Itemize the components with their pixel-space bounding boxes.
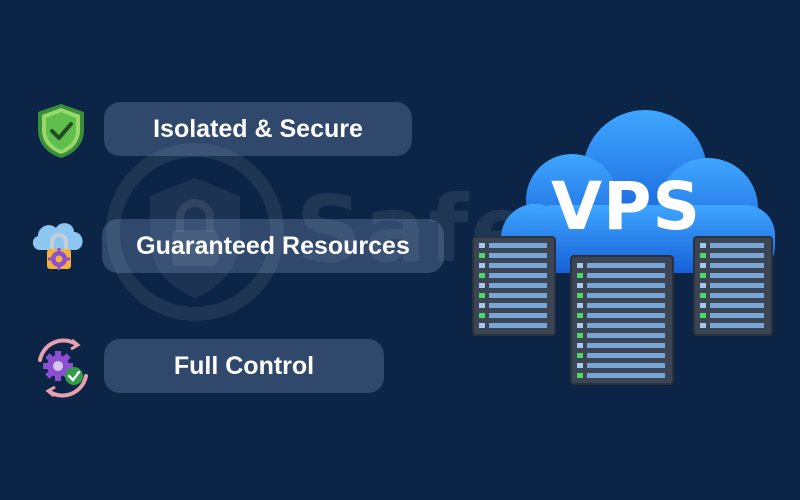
server-slot (710, 273, 764, 278)
server-led (700, 313, 706, 318)
server-led (577, 313, 583, 318)
feature-label: Guaranteed Resources (136, 231, 410, 260)
server-led (700, 243, 706, 248)
server-led (700, 273, 706, 278)
server-slot (489, 293, 547, 298)
cloud-shape (501, 110, 775, 276)
server-led (700, 283, 706, 288)
feature-pill: Guaranteed Resources (102, 219, 444, 273)
server-slot (489, 253, 547, 258)
server-led (577, 303, 583, 308)
server-slot (587, 313, 665, 318)
feature-label: Full Control (173, 351, 315, 380)
server-led (479, 243, 485, 248)
server-led (479, 273, 485, 278)
server-slot (710, 243, 764, 248)
server-led (577, 333, 583, 338)
feature-label: Isolated & Secure (153, 114, 363, 143)
server-slot (710, 303, 764, 308)
server-slot (489, 283, 547, 288)
server-slot (710, 293, 764, 298)
server-led (577, 373, 583, 378)
server-slot (587, 303, 665, 308)
feature-pill: Isolated & Secure (104, 102, 412, 156)
server-slot (587, 373, 665, 378)
server-led (577, 273, 583, 278)
server-led (479, 313, 485, 318)
server-led (700, 303, 706, 308)
server-slots (479, 243, 764, 378)
feature-pill: Full Control (104, 339, 384, 393)
server-slot (710, 253, 764, 258)
server-slot (587, 363, 665, 368)
server-led (479, 323, 485, 328)
server-led (577, 353, 583, 358)
server-slot (710, 313, 764, 318)
server-led (700, 253, 706, 258)
server-slot (587, 283, 665, 288)
server-slot (587, 273, 665, 278)
server-slot (489, 263, 547, 268)
server-slot (710, 323, 764, 328)
server-slot (587, 353, 665, 358)
server-slot (587, 293, 665, 298)
server-slot (587, 323, 665, 328)
server-slot (710, 283, 764, 288)
cloud-server-icon (472, 110, 775, 385)
server-led (577, 293, 583, 298)
server-led (479, 263, 485, 268)
cloud-lock-icon (32, 223, 83, 270)
shield-check-icon (38, 104, 84, 158)
server-slot (587, 263, 665, 268)
server-slot (710, 263, 764, 268)
server-slot (489, 243, 547, 248)
server-slot (489, 273, 547, 278)
server-led (577, 323, 583, 328)
server-slot (489, 323, 547, 328)
server-slot (587, 333, 665, 338)
server-led (700, 293, 706, 298)
server-led (479, 253, 485, 258)
server-led (700, 323, 706, 328)
server-led (700, 263, 706, 268)
server-led (577, 363, 583, 368)
server-slot (489, 303, 547, 308)
server-led (577, 283, 583, 288)
server-led (479, 303, 485, 308)
server-led (577, 343, 583, 348)
server-led (577, 263, 583, 268)
server-slot (489, 313, 547, 318)
server-led (479, 283, 485, 288)
gears-sync-icon (38, 338, 88, 398)
vps-label: VPS (551, 168, 701, 245)
server-led (479, 293, 485, 298)
server-slot (587, 343, 665, 348)
